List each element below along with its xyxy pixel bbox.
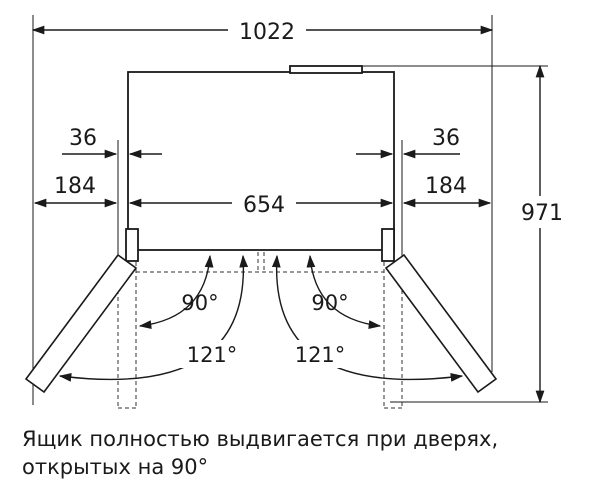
drawer-outlines bbox=[117, 252, 403, 409]
right-offset-label: 184 bbox=[425, 174, 467, 199]
dimension-total-width: 1022 bbox=[31, 14, 494, 45]
left-offset-label: 184 bbox=[54, 174, 96, 199]
right-inner-angle-label: 90° bbox=[311, 291, 348, 315]
angle-right-inner: 90° bbox=[306, 254, 382, 329]
drawer-note-caption: Ящик полностью выдвигается при дверях, о… bbox=[22, 425, 592, 481]
dimension-left-offset: 184 bbox=[33, 174, 118, 208]
right-outer-angle-label: 121° bbox=[295, 343, 346, 367]
left-door bbox=[24, 253, 138, 394]
caption-line-1: Ящик полностью выдвигается при дверях, bbox=[22, 427, 499, 451]
dimension-right-offset: 184 bbox=[402, 174, 492, 208]
dimension-body-width: 654 bbox=[128, 188, 394, 218]
dimension-total-depth: 971 bbox=[512, 64, 572, 404]
extension-lines bbox=[32, 15, 548, 405]
angle-right-outer: 121° bbox=[271, 254, 464, 382]
angle-left-outer: 121° bbox=[58, 254, 250, 382]
left-outer-angle-label: 121° bbox=[187, 343, 238, 367]
dimension-right-gap: 36 bbox=[356, 126, 460, 159]
total-width-label: 1022 bbox=[239, 20, 295, 45]
body-width-label: 654 bbox=[243, 193, 285, 218]
door-hinges bbox=[125, 228, 395, 262]
left-gap-label: 36 bbox=[69, 126, 97, 151]
right-gap-label: 36 bbox=[432, 126, 460, 151]
dimension-left-gap: 36 bbox=[62, 126, 162, 159]
total-depth-label: 971 bbox=[521, 201, 563, 226]
right-door bbox=[384, 253, 498, 394]
refrigerator-body bbox=[127, 65, 395, 251]
refrigerator-door-clearance-diagram: 1022 971 36 36 184 184 654 bbox=[24, 14, 572, 409]
angle-left-inner: 90° bbox=[138, 254, 219, 329]
caption-line-2: открытых на 90° bbox=[22, 455, 209, 479]
left-inner-angle-label: 90° bbox=[181, 291, 218, 315]
